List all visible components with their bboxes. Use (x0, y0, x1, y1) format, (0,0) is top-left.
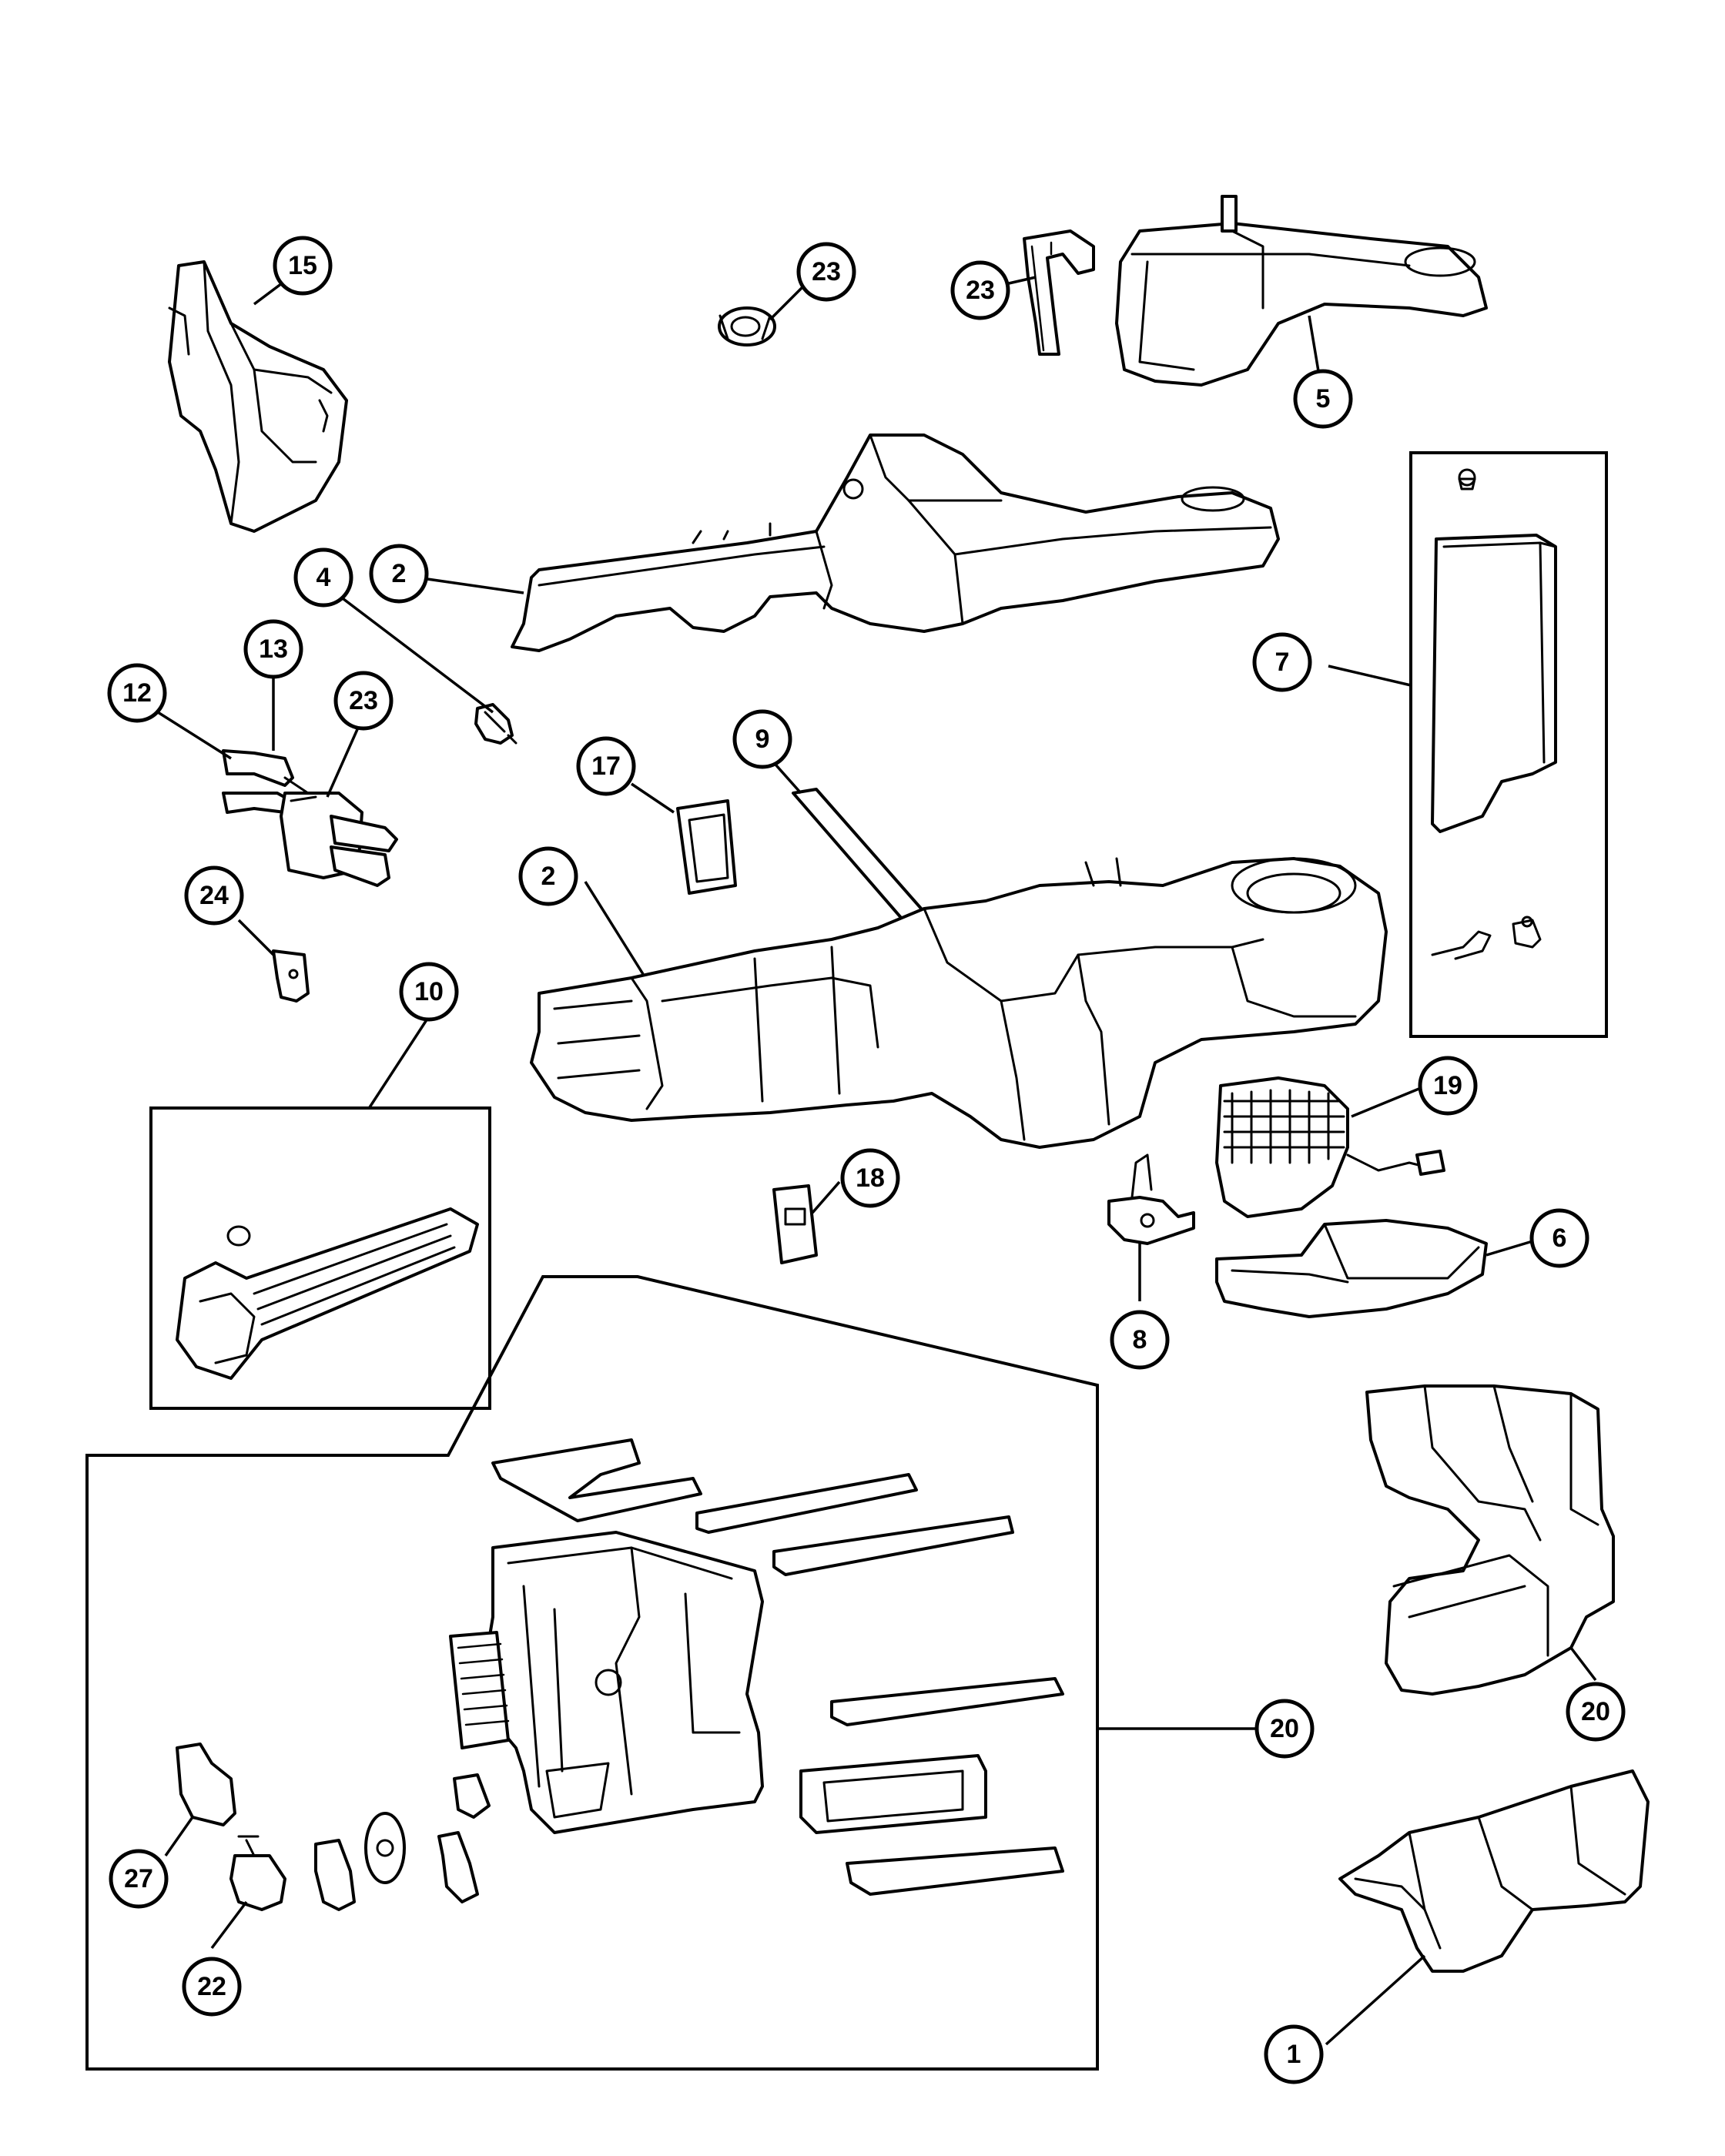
part-15-bracket (168, 260, 348, 533)
svg-text:2: 2 (392, 559, 407, 588)
part-12-13-heater-core-tubes (222, 749, 398, 887)
callout-4: 4 (293, 547, 353, 608)
svg-text:27: 27 (124, 1864, 153, 1893)
callout-1: 1 (1264, 2024, 1324, 2084)
svg-text:5: 5 (1316, 384, 1331, 413)
callout-15: 15 (273, 236, 333, 296)
svg-text:17: 17 (591, 752, 621, 781)
callout-22: 22 (182, 1957, 242, 2017)
part-20-housing-right (1365, 1384, 1615, 1696)
part-8-actuator (1107, 1153, 1195, 1245)
callout-20-right: 20 (1566, 1682, 1626, 1742)
svg-text:20: 20 (1581, 1697, 1610, 1726)
part-17-pad (676, 799, 737, 895)
callout-6: 6 (1529, 1208, 1589, 1268)
svg-text:20: 20 (1270, 1714, 1299, 1743)
callout-23-heater: 23 (333, 671, 394, 731)
callout-2-upper: 2 (369, 544, 429, 604)
part-4-sensor (474, 703, 518, 745)
svg-text:13: 13 (259, 634, 288, 664)
callout-10: 10 (399, 962, 459, 1022)
svg-text:4: 4 (317, 563, 331, 592)
svg-text:12: 12 (122, 678, 152, 708)
svg-text:7: 7 (1275, 648, 1290, 677)
part-20-exploded-components (176, 1438, 1064, 1911)
svg-text:23: 23 (349, 686, 378, 715)
svg-text:23: 23 (812, 257, 841, 286)
callout-20-box: 20 (1254, 1699, 1315, 1759)
part-7-filter-panel (1431, 468, 1557, 960)
callout-23-seal: 23 (950, 260, 1010, 320)
callout-23-grommet: 23 (796, 242, 856, 302)
callout-12: 12 (107, 663, 167, 723)
callout-17: 17 (576, 736, 636, 796)
callout-18: 18 (840, 1148, 900, 1208)
callout-7: 7 (1252, 632, 1312, 692)
callout-27: 27 (109, 1849, 169, 1909)
part-23-seal (1023, 229, 1095, 356)
part-2-upper-duct (511, 434, 1280, 652)
callout-2-lower: 2 (518, 846, 578, 906)
svg-text:6: 6 (1552, 1224, 1567, 1253)
part-5-duct (1115, 195, 1488, 387)
callout-13: 13 (243, 619, 303, 679)
part-1-duct (1338, 1769, 1650, 1973)
part-7-kit-box (1409, 451, 1608, 1038)
part-2-lower-housing (530, 857, 1388, 1149)
svg-text:18: 18 (856, 1163, 885, 1193)
svg-text:22: 22 (197, 1972, 226, 2001)
part-10-kit-box (149, 1106, 491, 1410)
svg-text:24: 24 (199, 881, 229, 910)
part-24-clip (272, 949, 310, 1003)
part-18-plate (772, 1184, 818, 1264)
svg-text:2: 2 (541, 862, 556, 891)
svg-text:19: 19 (1433, 1071, 1462, 1100)
svg-text:23: 23 (966, 276, 995, 305)
part-6-scroll-housing (1215, 1219, 1488, 1318)
part-19-blower-motor (1215, 1076, 1445, 1218)
part-20-exploded-box (85, 1275, 1099, 2071)
callout-24: 24 (184, 865, 244, 926)
svg-text:8: 8 (1133, 1325, 1147, 1354)
svg-text:10: 10 (414, 977, 444, 1006)
leader-lines (157, 276, 1597, 2046)
callout-5: 5 (1293, 369, 1353, 429)
callout-8: 8 (1110, 1310, 1170, 1370)
part-10-evaporator (176, 1207, 479, 1380)
callout-9: 9 (732, 709, 792, 769)
svg-text:1: 1 (1287, 2040, 1301, 2069)
svg-text:15: 15 (288, 251, 317, 280)
svg-text:9: 9 (755, 725, 770, 754)
callout-19: 19 (1418, 1056, 1478, 1116)
part-23-grommet (718, 306, 776, 346)
